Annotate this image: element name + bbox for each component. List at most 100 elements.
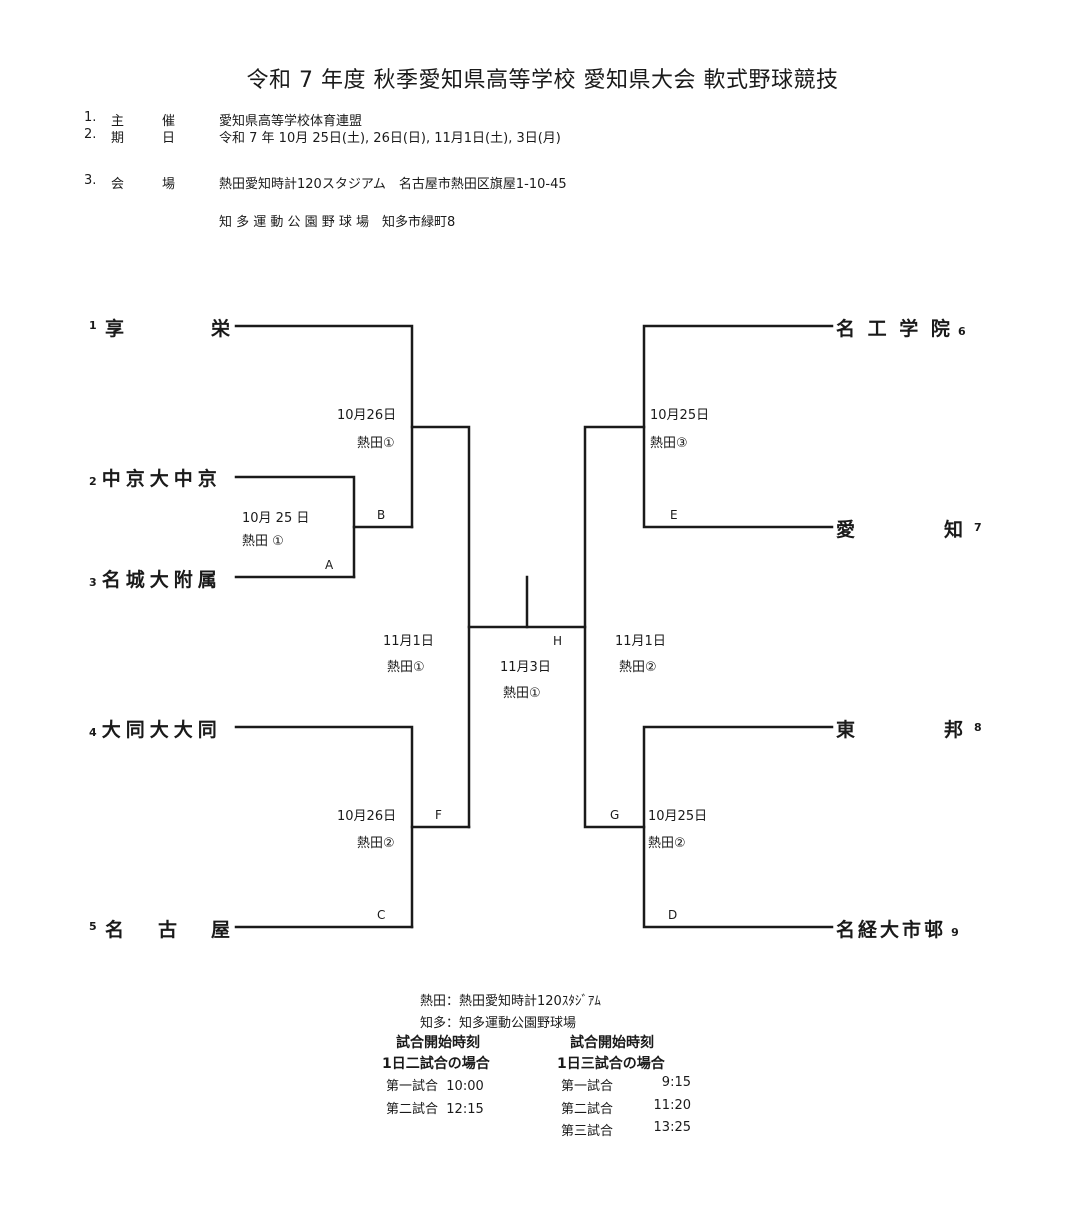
game-c-letter: C	[377, 908, 386, 922]
game-order: 第二試合	[386, 1102, 439, 1117]
team-name: 中京大中京	[101, 468, 222, 490]
team-5: 5 名 古 屋	[89, 915, 239, 941]
team-seed: 1	[89, 319, 97, 332]
info-value: 令和 7 年 10月 25日(土), 26日(日), 11月1日(土), 3日(…	[219, 131, 561, 146]
game-g-venue: 熱田②	[619, 660, 657, 675]
game-e-letter: E	[670, 508, 678, 522]
three-games-row-1: 第一試合 9:15	[561, 1075, 691, 1094]
game-d-letter: D	[668, 908, 678, 922]
info-key: 催	[162, 114, 176, 129]
game-e-date: 10月25日	[650, 408, 710, 423]
info-row-dates: 2. 期 日 令和 7 年 10月 25日(土), 26日(日), 11月1日(…	[84, 127, 784, 146]
game-order: 第一試合	[386, 1079, 439, 1094]
game-c-date: 10月26日	[337, 809, 397, 824]
team-6: 名 工 学 院 6	[836, 314, 966, 341]
team-4: 4 大同大大同	[89, 715, 222, 742]
info-key: 期	[111, 131, 125, 146]
team-seed: 8	[974, 721, 982, 734]
game-h-venue: 熱田①	[503, 686, 541, 701]
game-g-letter: G	[610, 808, 620, 822]
team-name: 名 工 学 院	[836, 318, 953, 340]
info-value: 愛知県高等学校体育連盟	[219, 114, 363, 129]
info-row-venue: 3. 会 場 熱田愛知時計120スタジアム 名古屋市熱田区旗屋1-10-45	[84, 173, 784, 192]
line-team-2	[234, 475, 356, 579]
line-team-4	[234, 725, 414, 929]
team-seed: 5	[89, 920, 97, 933]
game-f-letter: F	[435, 808, 442, 822]
team-name-first: 愛	[836, 519, 856, 541]
game-order: 第一試合	[561, 1079, 614, 1094]
team-name-last: 屋	[211, 919, 231, 941]
info-row-organizer: 1. 主 催 愛知県高等学校体育連盟	[84, 110, 784, 129]
start-time: 9:15	[661, 1075, 691, 1090]
team-seed: 6	[957, 325, 966, 338]
line-team-8	[642, 725, 834, 929]
team-seed: 4	[89, 726, 97, 739]
line-game-b-winner	[410, 425, 471, 829]
start-time: 10:00	[446, 1079, 484, 1094]
game-a-venue: 熱田 ①	[242, 534, 284, 549]
info-key: 場	[162, 177, 176, 192]
line-game-e-winner	[583, 425, 646, 829]
team-name-first: 東	[836, 719, 856, 741]
info-key: 主	[111, 114, 125, 129]
two-games-sub: 1日二試合の場合	[382, 1056, 490, 1072]
team-seed: 9	[951, 926, 959, 939]
game-h-date: 11月3日	[500, 660, 551, 675]
game-order: 第三試合	[561, 1124, 614, 1139]
team-3: 3 名城大附属	[89, 565, 222, 592]
game-b-letter: B	[377, 508, 386, 522]
info-value: 熱田愛知時計120スタジアム 名古屋市熱田区旗屋1-10-45	[219, 177, 567, 192]
team-7: 愛 知 7	[836, 515, 986, 542]
two-games-row-1: 第一試合 10:00	[386, 1075, 484, 1094]
team-8: 東 邦 8	[836, 715, 986, 742]
team-seed: 7	[974, 521, 982, 534]
game-a-date: 10月 25 日	[242, 511, 310, 526]
info-key: 会	[111, 177, 125, 192]
game-e-venue: 熱田③	[650, 436, 688, 451]
game-order: 第二試合	[561, 1102, 614, 1117]
team-name-last: 栄	[211, 318, 231, 340]
team-name-mid: 古	[158, 919, 178, 941]
game-g-date: 11月1日	[615, 634, 666, 649]
page-title: 令和 7 年度 秋季愛知県高等学校 愛知県大会 軟式野球競技	[246, 68, 839, 93]
team-name-last: 知	[944, 519, 964, 541]
two-games-heading: 試合開始時刻	[396, 1035, 480, 1051]
info-key: 日	[162, 131, 176, 146]
game-b-date: 10月26日	[337, 408, 397, 423]
game-f-date: 11月1日	[383, 634, 434, 649]
three-games-row-2: 第二試合 11:20	[561, 1098, 691, 1117]
game-d-venue: 熱田②	[648, 836, 686, 851]
game-f-venue: 熱田①	[387, 660, 425, 675]
info-number: 1.	[84, 110, 97, 125]
two-games-row-2: 第二試合 12:15	[386, 1098, 484, 1117]
info-number: 3.	[84, 173, 97, 188]
line-team-1	[234, 324, 414, 529]
three-games-heading: 試合開始時刻	[570, 1035, 654, 1051]
start-time: 11:20	[653, 1098, 691, 1113]
game-c-venue: 熱田②	[357, 836, 395, 851]
legend-atsuta: 熱田：熱田愛知時計120ｽﾀｼﾞｱﾑ	[420, 994, 601, 1009]
team-9: 名経大市邨 9	[836, 915, 959, 942]
start-time: 13:25	[653, 1120, 691, 1135]
game-h-letter: H	[553, 634, 563, 648]
info-row-venue-2: 知 多 運 動 公 園 野 球 場 知多市緑町8	[84, 211, 784, 230]
team-name: 大同大大同	[101, 719, 222, 741]
three-games-sub: 1日三試合の場合	[557, 1056, 665, 1072]
team-seed: 3	[89, 576, 97, 589]
start-time: 12:15	[446, 1102, 484, 1117]
info-number: 2.	[84, 127, 97, 142]
line-team-6	[642, 324, 834, 529]
team-name-first: 名	[105, 919, 125, 941]
game-d-date: 10月25日	[648, 809, 708, 824]
legend-chita: 知多：知多運動公園野球場	[420, 1016, 577, 1031]
team-name-first: 享	[105, 318, 125, 340]
info-value: 知 多 運 動 公 園 野 球 場 知多市緑町8	[219, 215, 456, 230]
team-name: 名城大附属	[101, 569, 222, 591]
team-seed: 2	[89, 475, 97, 488]
game-b-venue: 熱田①	[357, 436, 395, 451]
team-1: 1 享 栄	[89, 314, 239, 340]
three-games-row-3: 第三試合 13:25	[561, 1120, 691, 1139]
team-name-last: 邦	[944, 719, 964, 741]
